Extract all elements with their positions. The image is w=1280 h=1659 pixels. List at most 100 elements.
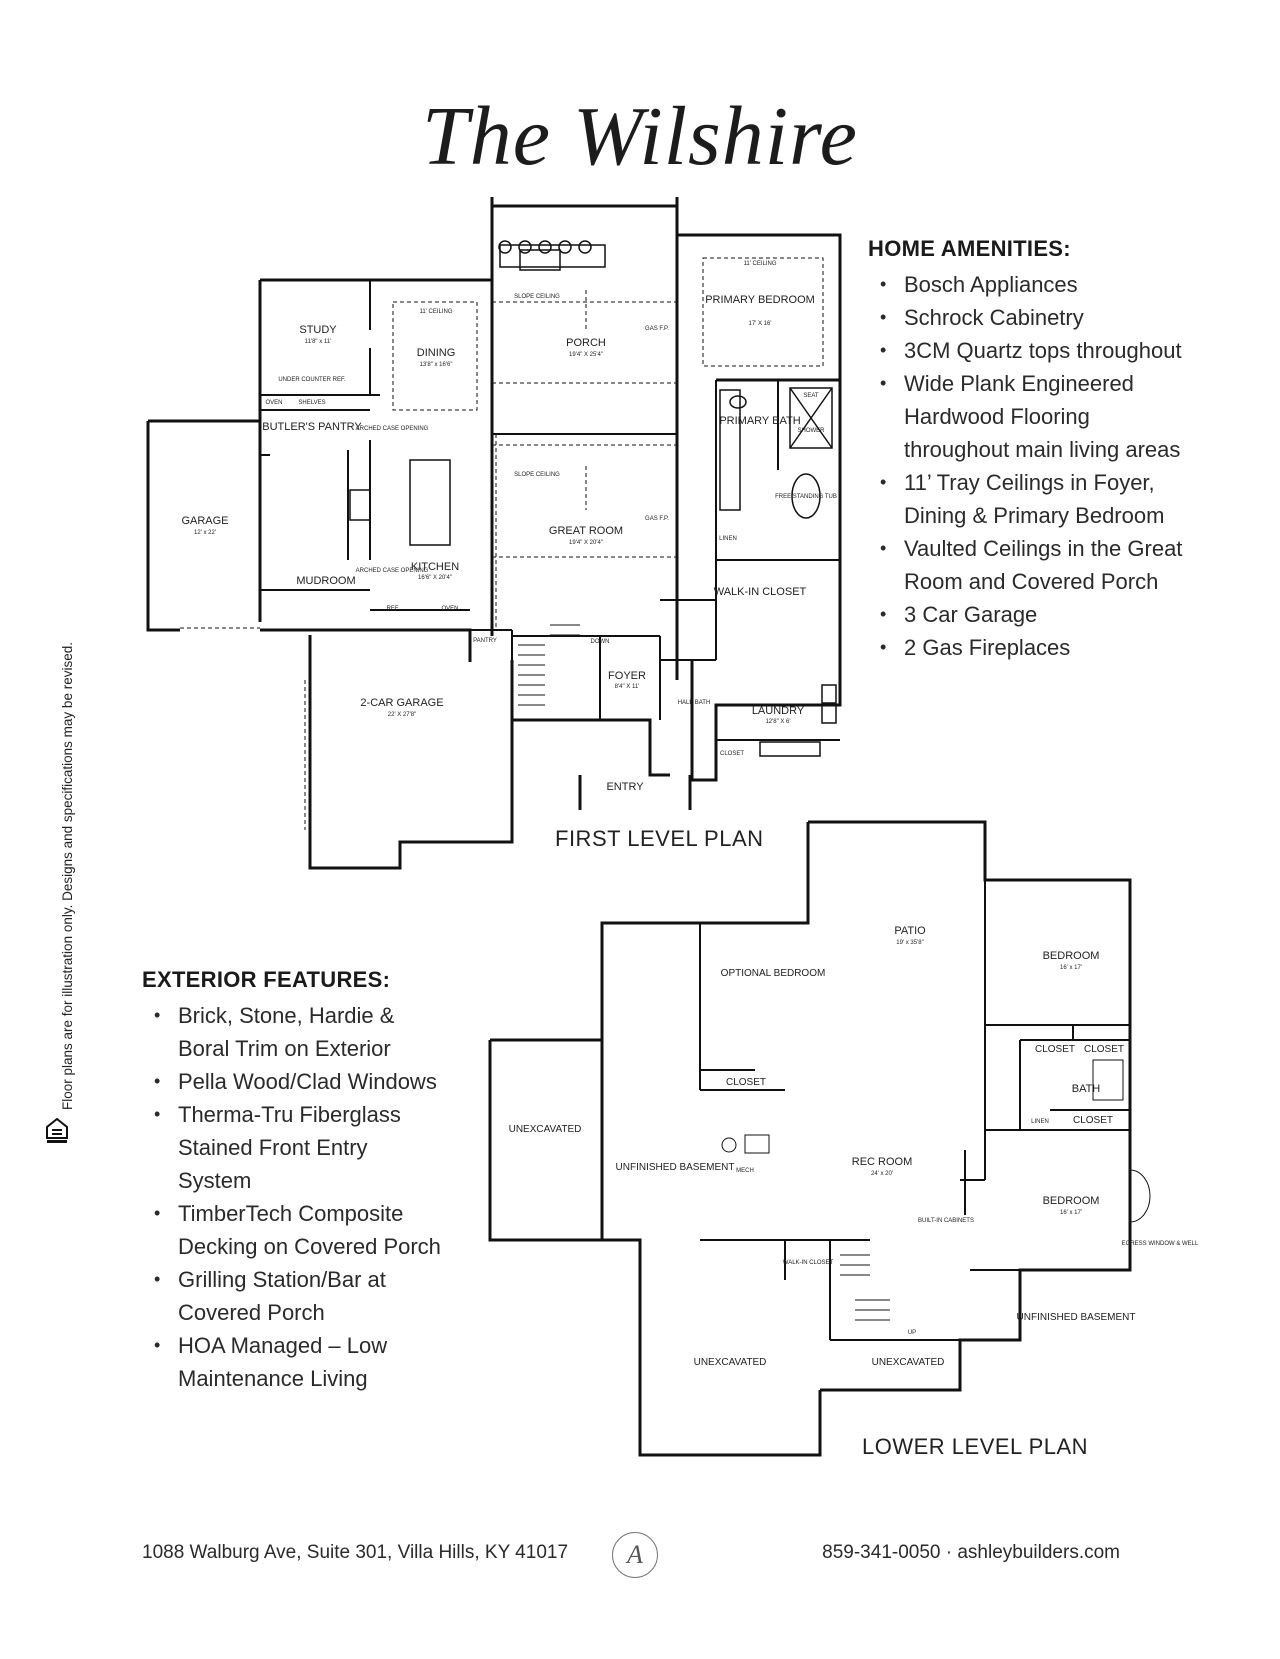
- arched-case-label-2: ARCHED CASE OPENING: [356, 568, 429, 574]
- room-unexcavated-1: UNEXCAVATED: [509, 1124, 582, 1135]
- amenity-item: Vaulted Ceilings in the Great Room and C…: [868, 532, 1188, 598]
- lower-closet-2: CLOSET: [1084, 1044, 1124, 1055]
- lower-level-outline: [600, 822, 810, 1240]
- room-unexcavated-3: UNEXCAVATED: [872, 1357, 945, 1368]
- room-primary-bath: PRIMARY BATH: [719, 415, 800, 427]
- dining-ceiling: 11' CEILING: [419, 309, 452, 315]
- room-bedroom-2: BEDROOM: [1043, 1195, 1100, 1207]
- room-patio: PATIO: [894, 925, 926, 937]
- room-butlers-pantry: BUTLER'S PANTRY: [262, 421, 362, 433]
- gas-fp-label-2: GAS F.P.: [645, 516, 669, 522]
- room-bedroom-1: BEDROOM: [1043, 950, 1100, 962]
- exterior-features-heading: EXTERIOR FEATURES:: [142, 967, 391, 992]
- room-kitchen: KITCHEN: [411, 561, 459, 573]
- room-porch: PORCH: [566, 337, 606, 349]
- amenity-item: 3 Car Garage: [868, 598, 1188, 631]
- room-2-car-garage: 2-CAR GARAGE: [360, 697, 443, 709]
- feature-item: HOA Managed – Low Maintenance Living: [142, 1329, 442, 1395]
- room-unfinished-basement-1: UNFINISHED BASEMENT: [616, 1162, 735, 1173]
- shelves-label: SHELVES: [298, 400, 325, 406]
- under-counter-label: UNDER COUNTER REF.: [278, 377, 346, 383]
- pantry-label: PANTRY: [473, 638, 497, 644]
- gas-fp-label: GAS F.P.: [645, 326, 669, 332]
- oven-label-2: OVEN: [441, 606, 458, 612]
- room-garage-dim: 12' x 22': [194, 530, 216, 536]
- amenity-item: 11’ Tray Ceilings in Foyer, Dining & Pri…: [868, 466, 1188, 532]
- room-walk-in-closet: WALK-IN CLOSET: [714, 586, 807, 598]
- room-great-room: GREAT ROOM: [549, 525, 623, 537]
- first-level-plan-label: FIRST LEVEL PLAN: [555, 826, 764, 851]
- room-foyer: FOYER: [608, 670, 646, 682]
- room-laundry: LAUNDRY: [752, 705, 805, 717]
- mech-label: MECH: [736, 1168, 754, 1174]
- room-bedroom-1-dim: 16' x 17': [1060, 965, 1082, 971]
- room-mudroom: MUDROOM: [296, 575, 355, 587]
- amenity-item: 2 Gas Fireplaces: [868, 631, 1188, 664]
- slope-ceiling-label: SLOPE CEILING: [514, 294, 560, 300]
- room-kitchen-dim: 16'6" X 20'4": [418, 575, 452, 581]
- built-in-label: BUILT-IN CABINETS: [918, 1218, 974, 1224]
- closet-label: CLOSET: [720, 751, 744, 757]
- room-dining: DINING: [417, 347, 456, 359]
- ref-label: REF.: [386, 606, 399, 612]
- room-porch-dim: 19'4" X 25'4": [569, 352, 603, 358]
- amenity-item: 3CM Quartz tops throughout: [868, 334, 1188, 367]
- lower-level-plan-label: LOWER LEVEL PLAN: [862, 1434, 1089, 1459]
- room-laundry-dim: 12'8" X 6': [765, 719, 790, 725]
- lower-closet-4: CLOSET: [1073, 1115, 1113, 1126]
- room-primary-bedroom-dim: 17' X 16': [749, 321, 772, 327]
- amenity-item: Schrock Cabinetry: [868, 301, 1188, 334]
- amenity-item: Bosch Appliances: [868, 268, 1188, 301]
- page-title: The Wilshire: [422, 90, 858, 183]
- feature-item: Brick, Stone, Hardie & Boral Trim on Ext…: [142, 999, 442, 1065]
- room-entry: ENTRY: [606, 781, 644, 793]
- up-label: UP: [908, 1330, 916, 1336]
- equal-housing-icon: [46, 1118, 68, 1143]
- amenity-item: Wide Plank Engineered Hardwood Flooring …: [868, 367, 1188, 466]
- room-bath: BATH: [1072, 1083, 1101, 1095]
- primary-ceiling: 11' CEILING: [743, 261, 776, 267]
- room-garage: GARAGE: [181, 515, 228, 527]
- room-patio-dim: 19' x 35'8": [896, 940, 923, 946]
- room-rec-room-dim: 24' x 20': [871, 1171, 893, 1177]
- room-rec-room: REC ROOM: [852, 1156, 913, 1168]
- brand-logo: A: [612, 1532, 658, 1578]
- feature-item: TimberTech Composite Decking on Covered …: [142, 1197, 442, 1263]
- footer-contact[interactable]: 859-341-0050 · ashleybuilders.com: [822, 1542, 1120, 1563]
- room-study-dim: 11'8" x 11': [305, 339, 332, 345]
- room-study: STUDY: [299, 324, 337, 336]
- home-amenities: HOME AMENITIES: Bosch Appliances Schrock…: [868, 236, 1188, 664]
- illustration-disclaimer: Floor plans are for illustration only. D…: [60, 642, 75, 1110]
- linen-label: LINEN: [719, 536, 737, 542]
- lower-walk-in-closet: WALK-IN CLOSET: [783, 1260, 834, 1266]
- room-great-room-dim: 19'4" X 20'4": [569, 540, 603, 546]
- first-level-outline: [490, 197, 679, 208]
- footer-address: 1088 Walburg Ave, Suite 301, Villa Hills…: [142, 1542, 569, 1563]
- oven-label: OVEN: [265, 400, 282, 406]
- lower-closet-3: CLOSET: [726, 1077, 766, 1088]
- feature-item: Pella Wood/Clad Windows: [142, 1065, 442, 1098]
- slope-ceiling-label-2: SLOPE CEILING: [514, 472, 560, 478]
- tub-label: FREE STANDING TUB: [775, 494, 837, 500]
- down-label: DOWN: [591, 639, 610, 645]
- lower-closet-1: CLOSET: [1035, 1044, 1075, 1055]
- half-bath-label: HALF BATH: [678, 700, 711, 706]
- seat-label: SEAT: [803, 393, 819, 399]
- feature-item: Therma-Tru Fiberglass Stained Front Entr…: [142, 1098, 442, 1197]
- lower-linen-label: LINEN: [1031, 1119, 1049, 1125]
- feature-item: Grilling Station/Bar at Covered Porch: [142, 1263, 442, 1329]
- egress-label: EGRESS WINDOW & WELL: [1122, 1241, 1199, 1247]
- home-amenities-heading: HOME AMENITIES:: [868, 236, 1071, 261]
- room-bedroom-2-dim: 16' x 17': [1060, 1210, 1082, 1216]
- room-dining-dim: 13'8" x 16'6": [420, 362, 453, 368]
- room-2-car-garage-dim: 22' X 27'8": [388, 712, 416, 718]
- room-primary-bedroom: PRIMARY BEDROOM: [705, 294, 815, 306]
- shower-label: SHOWER: [798, 428, 826, 434]
- room-foyer-dim: 8'4" X 11': [615, 684, 640, 690]
- exterior-features: EXTERIOR FEATURES: Brick, Stone, Hardie …: [142, 967, 442, 1395]
- room-optional-bedroom: OPTIONAL BEDROOM: [721, 968, 826, 979]
- room-unfinished-basement-2: UNFINISHED BASEMENT: [1017, 1312, 1136, 1323]
- arched-case-label: ARCHED CASE OPENING: [356, 426, 429, 432]
- room-unexcavated-2: UNEXCAVATED: [694, 1357, 767, 1368]
